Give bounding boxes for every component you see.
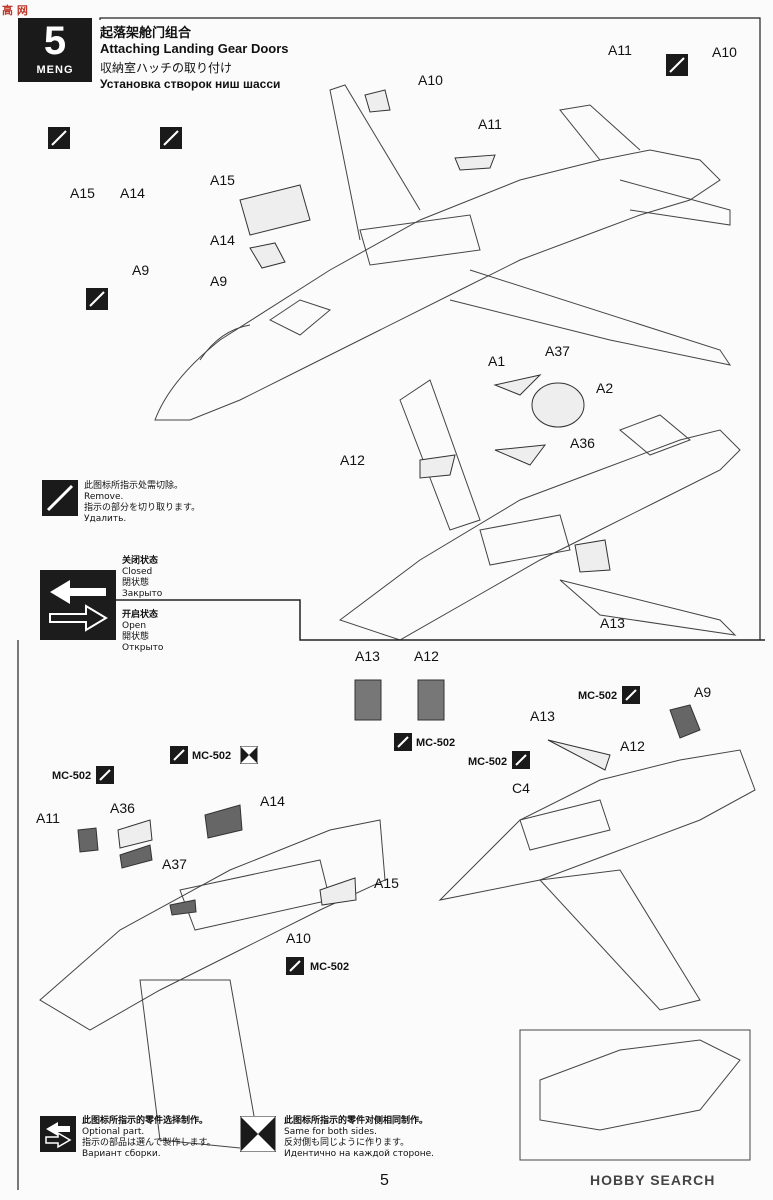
both-ru: Идентично на каждой стороне.: [284, 1149, 434, 1159]
cutter-icon: [160, 127, 182, 149]
part-label-a11-right: A11: [608, 42, 632, 58]
part-label-a37: A37: [545, 343, 570, 359]
step-title-jp: 収納室ハッチの取り付け: [100, 61, 233, 75]
part-label-a15b: A15: [210, 172, 235, 188]
part-label-a14b: A14: [210, 232, 235, 248]
step-title-cn: 起落架舱门组合: [100, 26, 192, 41]
closed-cn: 关闭状态: [122, 556, 159, 566]
mc502-brush-icon: [96, 766, 114, 784]
closed-open-arrows-icon: [40, 570, 116, 640]
cutter-icon: [48, 127, 70, 149]
part-label-a13: A13: [530, 708, 555, 724]
mc502-brush-icon: [286, 957, 304, 975]
both-en: Same for both sides.: [284, 1127, 377, 1137]
remove-legend-cn: 此图标所指示处需切除。: [84, 481, 184, 491]
cutter-icon: [666, 54, 688, 76]
both-sides-icon: [240, 746, 258, 764]
footer-brand: HOBBY SEARCH: [590, 1172, 716, 1188]
remove-legend-en: Remove.: [84, 492, 124, 502]
open-legend: 开启状态 Open 開状態 Открыто: [122, 610, 163, 654]
part-label-a14: A14: [260, 793, 285, 809]
optional-legend: 此图标所指示的零件选择制作。 Optional part. 指示の部品は選んで製…: [82, 1116, 216, 1160]
page-number: 5: [380, 1172, 389, 1189]
mc502-label: MC-502: [468, 756, 508, 768]
cutter-icon: [42, 480, 78, 516]
step-number: 5: [43, 19, 67, 63]
part-label-a2: A2: [596, 380, 614, 396]
mc502-brush-icon: [622, 686, 640, 704]
closed-legend: 关闭状态 Closed 閉状態 Закрыто: [122, 556, 162, 600]
open-en: Open: [122, 621, 147, 631]
open-ru: Открыто: [122, 643, 164, 653]
part-label-c4: C4: [512, 780, 530, 796]
optional-jp: 指示の部品は選んで製作します。: [82, 1138, 216, 1148]
step-badge: 5 MENG: [18, 18, 92, 82]
optional-icon: [40, 1116, 76, 1152]
part-label-a37: A37: [162, 856, 187, 872]
part-label-a15: A15: [70, 185, 95, 201]
part-label-a12: A12: [340, 452, 365, 468]
part-label-a10: A10: [418, 72, 443, 88]
mc502-label: MC-502: [578, 690, 618, 702]
mc502-label: MC-502: [52, 770, 92, 782]
closed-jp: 閉状態: [122, 578, 150, 588]
both-cn: 此图标所指示的零件对侧相同制作。: [284, 1116, 429, 1126]
open-cn: 开启状态: [122, 610, 159, 620]
part-label-a10-right: A10: [712, 44, 737, 60]
closed-ru: Закрыто: [122, 589, 163, 599]
part-label-a14: A14: [120, 185, 145, 201]
part-label-a15: A15: [374, 875, 399, 891]
part-label-a9b: A9: [210, 273, 228, 289]
mc502-label: MC-502: [192, 750, 232, 762]
optional-cn: 此图标所指示的零件选择制作。: [82, 1116, 209, 1126]
optional-ru: Вариант сборки.: [82, 1149, 161, 1159]
step-title-en: Attaching Landing Gear Doors: [100, 41, 289, 56]
closed-en: Closed: [122, 567, 153, 577]
remove-legend: 此图标所指示处需切除。 Remove. 指示の部分を切り取ります。 Удалит…: [84, 481, 200, 525]
optional-en: Optional part.: [82, 1127, 145, 1137]
site-watermark: 高 网: [2, 4, 28, 17]
both-sides-icon: [240, 1116, 276, 1152]
step-title-ru: Установка створок ниш шасси: [100, 77, 281, 91]
open-jp: 開状態: [122, 632, 150, 642]
both-jp: 反対側も同じように作ります。: [284, 1138, 410, 1148]
part-label-a10: A10: [286, 930, 311, 946]
part-label-a36: A36: [570, 435, 595, 451]
mc502-brush-icon: [394, 733, 412, 751]
part-label-a1: A1: [488, 353, 506, 369]
both-sides-legend: 此图标所指示的零件对侧相同制作。 Same for both sides. 反対…: [284, 1116, 434, 1160]
part-label-a12: A12: [414, 648, 439, 664]
mc502-label: MC-502: [310, 961, 350, 973]
part-label-a13: A13: [355, 648, 380, 664]
remove-legend-jp: 指示の部分を切り取ります。: [84, 503, 201, 513]
mc502-brush-icon: [170, 746, 188, 764]
part-label-a11: A11: [478, 116, 502, 132]
remove-legend-ru: Удалить.: [84, 514, 127, 524]
part-label-a9: A9: [132, 262, 150, 278]
part-label-a12: A12: [620, 738, 645, 754]
part-label-a9: A9: [694, 684, 712, 700]
mc502-label: MC-502: [416, 737, 456, 749]
part-label-a13: A13: [600, 615, 625, 631]
mc502-brush-icon: [512, 751, 530, 769]
brand-logo: MENG: [36, 64, 74, 76]
part-label-a11: A11: [36, 810, 60, 826]
cutter-icon: [86, 288, 108, 310]
part-label-a36: A36: [110, 800, 135, 816]
